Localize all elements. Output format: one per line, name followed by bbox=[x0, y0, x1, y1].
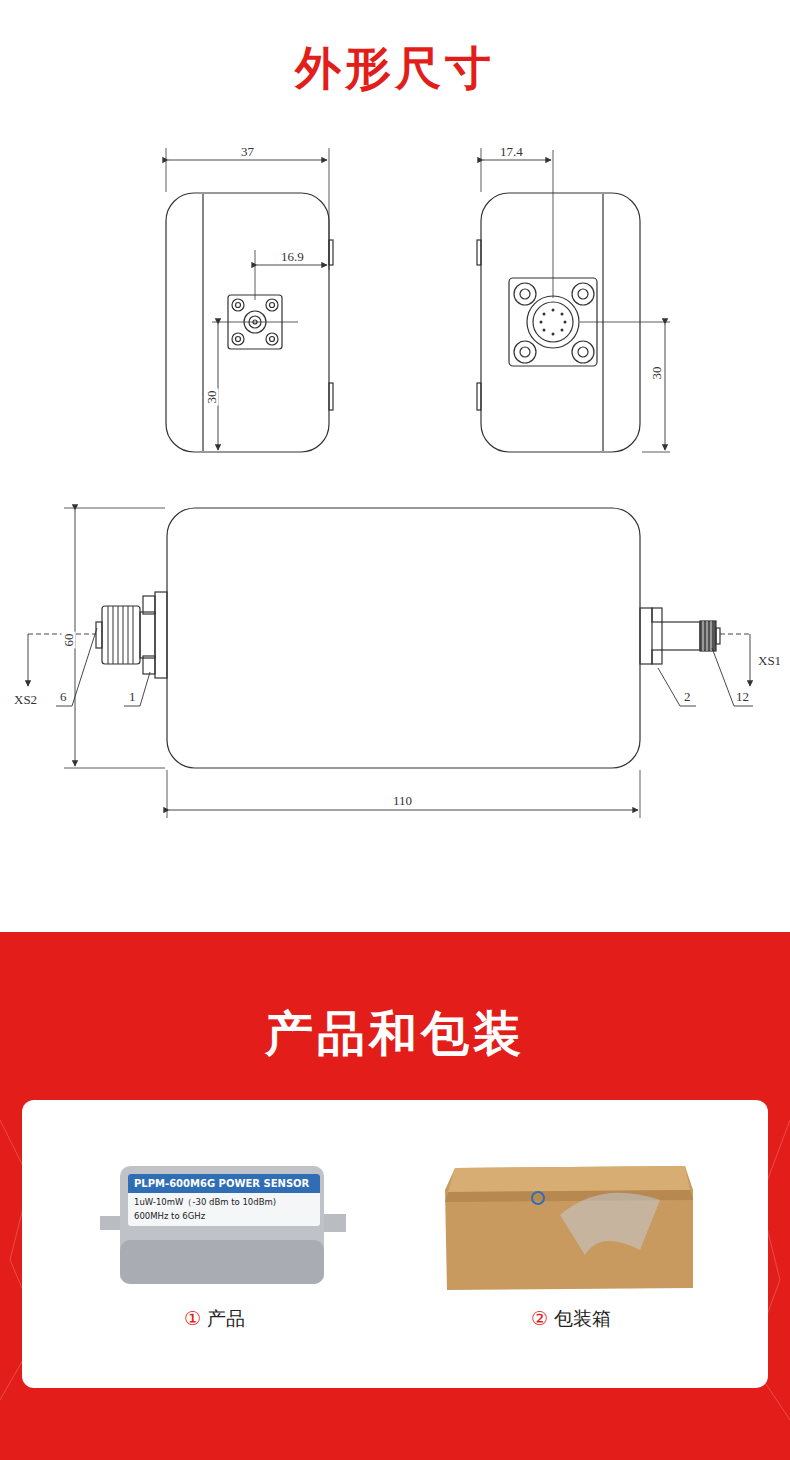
section-heading: 产品和包装 bbox=[265, 1002, 525, 1066]
caption: ② 包装箱 bbox=[531, 1306, 611, 1332]
dimension: 17.4 bbox=[498, 145, 525, 159]
callout-number: 2 bbox=[682, 690, 693, 704]
section-band: 产品和包装 PLPM-600M6G POWER SENSOR1uW-10mW（-3… bbox=[0, 932, 790, 1460]
dimension: 16.9 bbox=[279, 250, 306, 264]
dimension: 30 bbox=[650, 365, 664, 382]
label-header: PLPM-600M6G POWER SENSOR bbox=[128, 1174, 320, 1193]
dimension: 60 bbox=[62, 632, 76, 649]
package-box bbox=[445, 1166, 693, 1290]
drawing bbox=[28, 148, 753, 818]
callout-number: 12 bbox=[734, 690, 751, 704]
connector-name: XS1 bbox=[756, 654, 783, 668]
callout-number: 6 bbox=[58, 690, 69, 704]
connector-name: XS2 bbox=[12, 693, 39, 707]
dimension: 37 bbox=[239, 145, 256, 159]
red-band-ground bbox=[0, 932, 790, 1460]
dimension: 30 bbox=[205, 389, 219, 406]
label-line: 600MHz to 6GHz bbox=[128, 1210, 320, 1222]
white-panel bbox=[22, 1100, 768, 1388]
product-label: PLPM-600M6G POWER SENSOR1uW-10mW（-30 dBm… bbox=[128, 1174, 320, 1226]
page-title: 外形尺寸 bbox=[295, 38, 495, 100]
dimension: 110 bbox=[391, 794, 414, 808]
label-line: 1uW-10mW（-30 dBm to 10dBm) bbox=[128, 1193, 320, 1210]
caption: ① 产品 bbox=[184, 1306, 245, 1332]
product-image bbox=[100, 1166, 346, 1284]
callout-number: 1 bbox=[127, 690, 138, 704]
